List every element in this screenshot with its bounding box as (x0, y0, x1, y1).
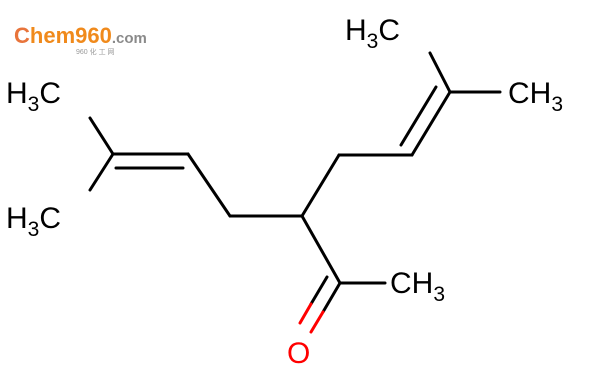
bond-carbonyl-a-black (321, 281, 342, 314)
bond-methyl-top-left (88, 116, 115, 156)
bond-to-carbonyl (300, 214, 342, 285)
label-ch3-right: CH3 (508, 77, 563, 116)
chem960-logo: Chem960.com 960 化 工 网 (14, 23, 147, 56)
bond-carbonyl-b-red (298, 302, 313, 325)
logo-letter: C (14, 23, 30, 48)
label-h3c-top-right: H3C (345, 14, 400, 53)
bond-double-right-a (410, 90, 452, 157)
bond-methyl-bottom-left (88, 152, 115, 192)
logo-text: hem960 (30, 23, 112, 48)
bond-lines (88, 51, 502, 334)
bond-carbonyl-a-red (309, 310, 325, 334)
bond-double-right-b (399, 85, 438, 147)
logo-tagline: 960 化 工 网 (76, 47, 115, 56)
bond-carbonyl-b-black (309, 275, 329, 306)
bond-left-chain-1 (186, 152, 232, 218)
bond-right-chain-1 (300, 153, 341, 218)
logo-suffix: .com (112, 30, 147, 47)
label-oxygen: O (287, 337, 310, 370)
bond-methyl-top-right (428, 51, 452, 94)
label-h3c-top-left: H3C (6, 77, 61, 116)
atom-labels: H3C H3C H3C CH3 CH3 O (6, 14, 563, 370)
label-h3c-bottom-left: H3C (6, 202, 61, 241)
svg-text:Chem960.com: Chem960.com (14, 23, 147, 48)
label-ch3-acetyl: CH3 (390, 267, 445, 306)
